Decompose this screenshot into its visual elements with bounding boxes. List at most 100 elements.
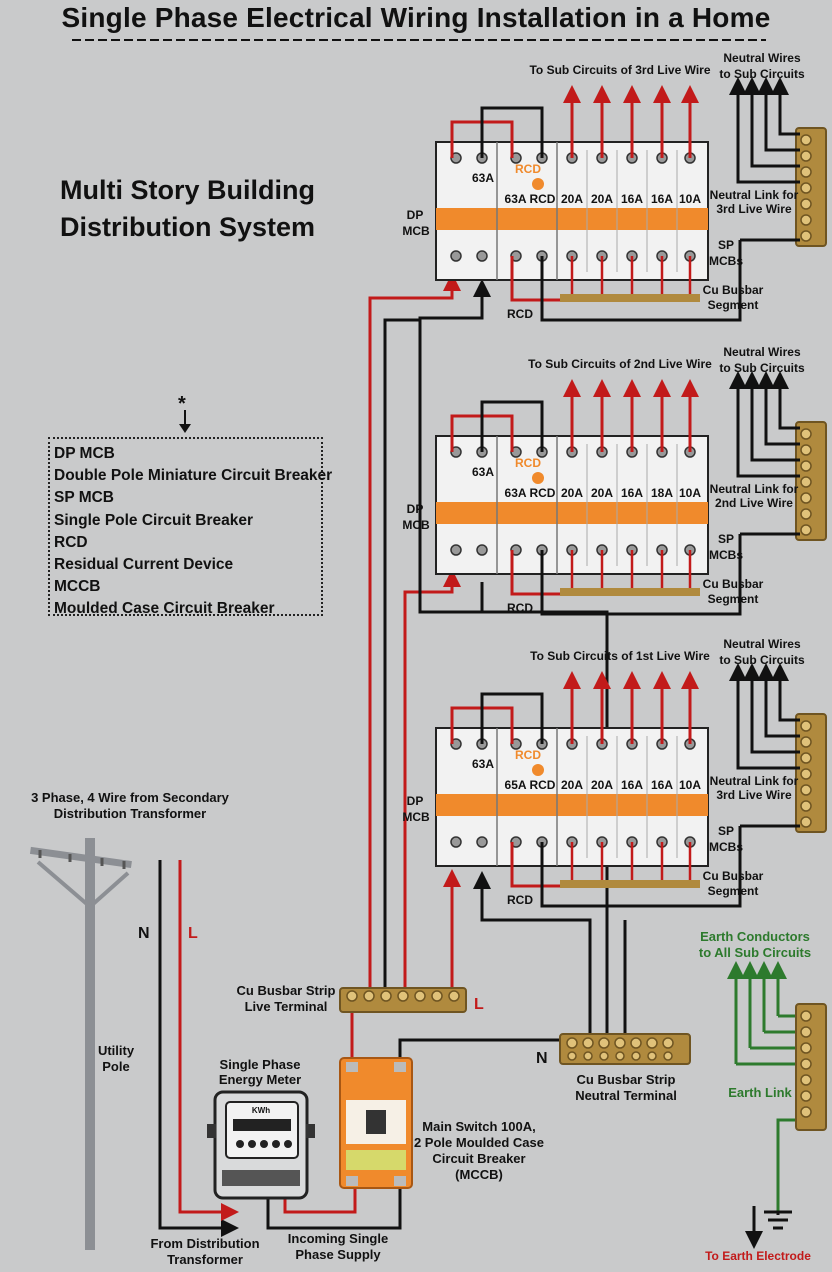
mcb-rating: 20A [560, 778, 583, 792]
subtitle-line-2: Distribution System [60, 212, 316, 242]
glossary-item: Residual Current Device [54, 556, 234, 574]
earth-conductors-label-1: Earth Conductors [700, 929, 810, 944]
dp-mcb-rating: 63A [471, 171, 494, 185]
neutral-busbar-label-2: Neutral Terminal [575, 1088, 677, 1103]
incoming-supply-2: Phase Supply [295, 1247, 381, 1262]
distribution-boards [435, 77, 827, 908]
mcb-rating: 10A [678, 486, 701, 500]
neutral-busbar-n: N [536, 1050, 548, 1067]
neutral-outgoing-arrow [771, 663, 800, 722]
dp-mcb-label-1: DP [406, 794, 424, 808]
mccb-label-2: 2 Pole Moulded Case [413, 1135, 545, 1150]
rcd-test-button-icon [532, 472, 544, 484]
mcb-rating: 16A [650, 778, 673, 792]
neutral-outgoing-arrow [771, 77, 800, 136]
mcb-rating: 20A [560, 486, 583, 500]
neutral-outgoing-arrow [757, 371, 800, 446]
mccb-label-4: (MCCB) [455, 1167, 503, 1182]
neutral-busbar-icon [559, 1033, 691, 1065]
glossary-item: DP MCB [54, 445, 115, 462]
din-rail [436, 208, 708, 230]
rcd-bottom-label: RCD [507, 601, 533, 615]
mcb-rating: 10A [678, 192, 701, 206]
rcd-bottom-label: RCD [507, 893, 533, 907]
energy-meter-icon [207, 1090, 315, 1200]
rcd-test-button-icon [532, 178, 544, 190]
distribution-board [435, 77, 827, 322]
sp-mcb-label-1: SP [717, 824, 734, 838]
meter-unit: KWh [251, 1106, 271, 1115]
cu-busbar-segment [560, 588, 700, 596]
cu-busbar-label-1: Cu Busbar [702, 283, 764, 297]
meter-label-1: Single Phase [219, 1057, 301, 1072]
cu-busbar-label-2: Segment [707, 298, 759, 312]
neutral-outgoing-arrow [729, 77, 800, 184]
dp-mcb-rating: 63A [471, 465, 494, 479]
dp-mcb-label-2: MCB [402, 224, 430, 238]
pole-label-2: Pole [102, 1059, 130, 1074]
rcd-top-label: RCD [515, 748, 541, 762]
earth-link-icon [795, 1003, 827, 1131]
dp-mcb-label-2: MCB [402, 810, 430, 824]
neutral-outgoing-arrow [757, 663, 800, 738]
neutral-wires-label-1: Neutral Wires [723, 345, 801, 359]
distribution-board [435, 371, 827, 616]
glossary-box: DP MCB Double Pole Miniature Circuit Bre… [48, 437, 332, 617]
mccb-label-1: Main Switch 100A, [422, 1119, 536, 1134]
neutral-outgoing-arrow [771, 371, 800, 430]
neutral-outgoing-arrow [757, 77, 800, 152]
live-busbar-icon [339, 987, 467, 1013]
sp-mcb-label-2: MCBs [708, 840, 743, 854]
terminal-screw-icon [476, 250, 488, 262]
transformer-label-1: 3 Phase, 4 Wire from Secondary [31, 790, 229, 805]
glossary-marker: * [178, 393, 186, 415]
rcd-bottom-label: RCD [507, 307, 533, 321]
mcb-rating: 20A [590, 192, 613, 206]
glossary-item: Moulded Case Circuit Breaker [54, 600, 275, 618]
rcd-rating: 65A RCD [504, 778, 556, 792]
live-outgoing-label: To Sub Circuits of 1st Live Wire [530, 649, 710, 663]
mccb-label-3: Circuit Breaker [432, 1151, 526, 1166]
din-rail [436, 794, 708, 816]
utility-pole-icon [29, 838, 132, 1250]
neutral-outgoing-arrow [743, 663, 800, 754]
cu-busbar-label-2: Segment [707, 884, 759, 898]
neutral-outgoing-arrow [729, 371, 800, 478]
mccb-icon [339, 1057, 413, 1189]
cu-busbar-label-1: Cu Busbar [702, 869, 764, 883]
neutral-link-label-1: Neutral Link for [709, 188, 799, 202]
mcb-rating: 20A [560, 192, 583, 206]
mcb-rating: 16A [620, 778, 643, 792]
neutral-link-label-1: Neutral Link for [709, 774, 799, 788]
pole-label-1: Utility [97, 1043, 135, 1058]
neutral-wires-label-1: Neutral Wires [723, 637, 801, 651]
sp-mcb-label-2: MCBs [708, 548, 743, 562]
meter-label-2: Energy Meter [218, 1072, 302, 1087]
neutral-outgoing-arrow [743, 77, 800, 168]
dp-mcb-label-1: DP [406, 208, 424, 222]
neutral-outgoing-arrow [743, 371, 800, 462]
neutral-link-label-2: 3rd Live Wire [716, 202, 792, 216]
rcd-rating: 63A RCD [504, 192, 556, 206]
live-busbar-l: L [474, 996, 484, 1013]
sp-mcb-label-1: SP [717, 238, 734, 252]
page-title: Single Phase Electrical Wiring Installat… [61, 2, 771, 33]
glossary-item: MCCB [54, 578, 101, 596]
mcb-rating: 10A [678, 778, 701, 792]
neutral-wires-label-2: to Sub Circuits [719, 67, 805, 81]
neutral-wires-label-2: to Sub Circuits [719, 361, 805, 375]
terminal-screw-icon [450, 250, 462, 262]
neutral-outgoing-arrow [729, 663, 800, 770]
mcb-rating: 16A [620, 486, 643, 500]
neutral-busbar-label-1: Cu Busbar Strip [576, 1072, 676, 1087]
cu-busbar-label-2: Segment [707, 592, 759, 606]
incoming-supply-1: Incoming Single [287, 1231, 389, 1246]
rcd-test-button-icon [532, 764, 544, 776]
cu-busbar-label-1: Cu Busbar [702, 577, 764, 591]
terminal-screw-icon [476, 544, 488, 556]
neutral-link-label-2: 2nd Live Wire [715, 496, 793, 510]
sp-mcb-label-2: MCBs [708, 254, 743, 268]
from-transformer-2: Transformer [167, 1252, 243, 1267]
live-outgoing-label: To Sub Circuits of 3rd Live Wire [529, 63, 711, 77]
